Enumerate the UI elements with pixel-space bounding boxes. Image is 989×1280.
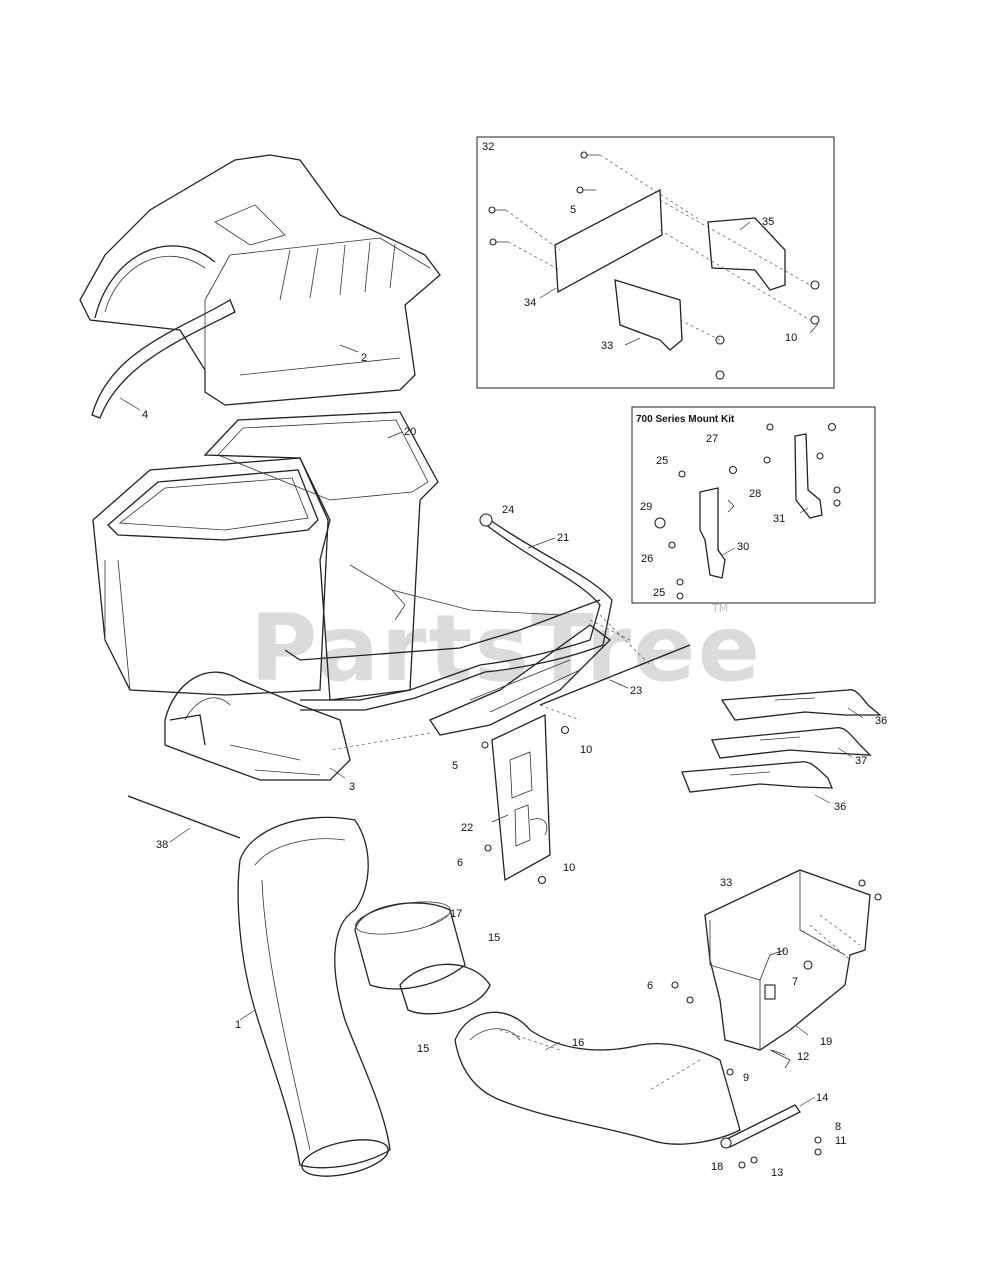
callout-28: 28 [749,488,761,500]
watermark: PartsTree [250,595,762,702]
watermark-tm: TM [711,602,728,615]
inset-box-32: 32 [476,136,835,389]
callout-25-bottom: 25 [653,587,665,599]
callout-29: 29 [640,501,652,513]
callout-16: 16 [572,1037,584,1049]
blade-part-36-top [720,689,882,721]
callout-36-bottom: 36 [834,801,846,813]
callout-33: 33 [720,877,732,889]
inset-box-32-label: 32 [482,141,494,153]
bracket-part-19 [704,869,871,1069]
bag-cover-part-2 [79,154,441,406]
callout-18: 18 [711,1161,723,1173]
callout-21: 21 [557,532,569,544]
callout-24: 24 [502,504,514,516]
rod-part-14 [724,1104,801,1148]
rod-part-38 [127,795,241,839]
callout-33-inset: 33 [601,340,613,352]
bag-base-part-3 [164,671,351,781]
callout-36-top: 36 [875,715,887,727]
callout-23: 23 [630,685,642,697]
adapter-part-17 [354,901,491,1015]
chute-part-16 [454,1011,741,1145]
callout-labels: 1 2 3 4 5 5 6 6 7 8 9 10 10 10 10 11 12 … [142,204,887,1179]
flap-part-4 [91,299,236,419]
inset-box-700-series-mount-kit: 700 Series Mount Kit [631,406,876,604]
callout-25-top: 25 [656,455,668,467]
callout-10-inset: 10 [785,332,797,344]
callout-3: 3 [349,781,355,793]
blade-part-36-bottom [681,761,833,793]
callout-22: 22 [461,822,473,834]
blade-part-37 [711,727,872,759]
callout-12: 12 [797,1051,809,1063]
callout-1: 1 [235,1019,241,1031]
callout-15-bottom: 15 [417,1043,429,1055]
callout-19: 19 [820,1036,832,1048]
cap-part-24 [479,513,493,527]
callout-11: 11 [835,1135,846,1147]
callout-10-frame: 10 [580,744,592,756]
callout-2: 2 [361,352,367,364]
callout-4: 4 [142,409,148,421]
callout-10-plate: 10 [563,862,575,874]
callout-35: 35 [762,216,774,228]
inset-mount-kit-title: 700 Series Mount Kit [636,414,735,425]
callout-26: 26 [641,553,653,565]
callout-38: 38 [156,839,168,851]
callout-34: 34 [524,297,536,309]
callout-9: 9 [743,1072,749,1084]
chute-part-1 [237,816,391,1177]
callout-10-bracket: 10 [776,946,788,958]
callout-6-right: 6 [647,980,653,992]
plate-part-22 [491,713,551,882]
callout-14: 14 [816,1092,828,1104]
callout-30: 30 [737,541,749,553]
callout-7: 7 [792,976,798,988]
frame-bracket [429,624,611,736]
callout-37: 37 [855,755,867,767]
rod-part-23 [539,644,691,706]
callout-20: 20 [404,426,416,438]
callout-8: 8 [835,1121,841,1133]
callout-13: 13 [771,1167,783,1179]
callout-5-inset: 5 [570,204,576,216]
callout-15-top: 15 [488,932,500,944]
callout-6: 6 [457,857,463,869]
callout-5: 5 [452,760,458,772]
callout-27: 27 [706,433,718,445]
frame-part-21 [284,519,613,711]
callout-31: 31 [773,513,785,525]
callout-17: 17 [450,908,462,920]
leader-lines [119,221,864,1107]
